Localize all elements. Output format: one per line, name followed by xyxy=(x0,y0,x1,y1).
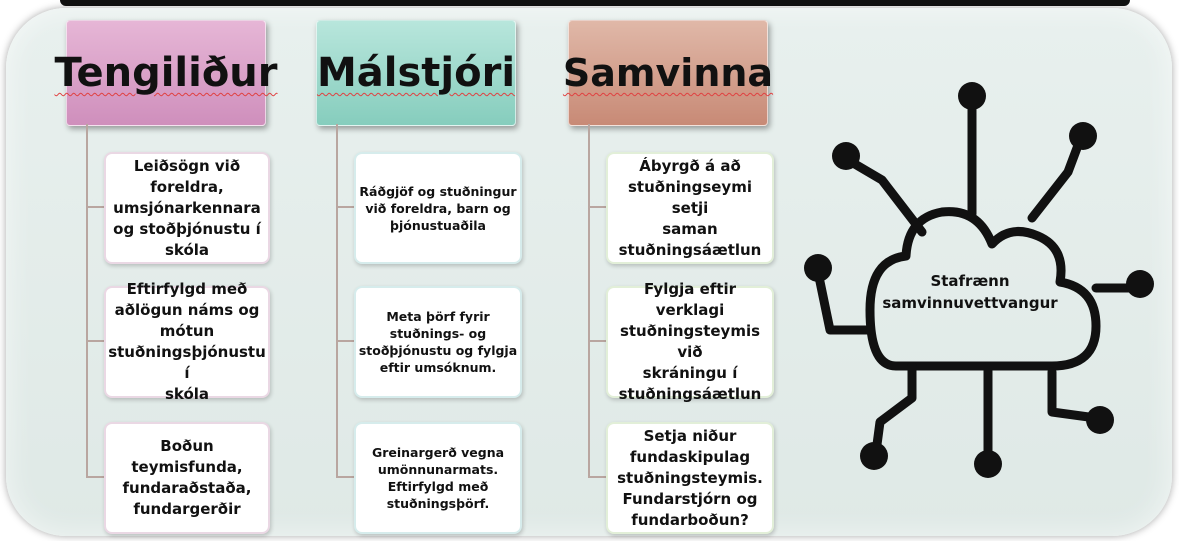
node-text: Fylgja eftir verklagi stuðningsteymis vi… xyxy=(618,280,762,403)
node-text: Greinargerð vegna umönnunarmats. Eftirfy… xyxy=(371,445,505,511)
node-box: Leiðsögn við foreldra, umsjónarkennara o… xyxy=(104,152,270,264)
header-tengilidur: Tengiliður xyxy=(54,20,278,126)
cloud-label: Stafrænn samvinnuvettvangur xyxy=(882,272,1058,312)
connector-line xyxy=(86,124,88,477)
node-box: Setja niður fundaskipulag stuðningsteymi… xyxy=(606,422,774,534)
node-box: Eftirfylgd með aðlögun náms og mótun stu… xyxy=(104,280,270,403)
node-box: Ábyrgð á að stuðningseymi setji saman st… xyxy=(606,152,774,264)
node-text: Leiðsögn við foreldra, umsjónarkennara o… xyxy=(113,156,261,259)
node-text: Ráðgjöf og stuðningur við foreldra, barn… xyxy=(359,183,517,233)
connector-branch xyxy=(336,206,354,208)
node-box: Ráðgjöf og stuðningur við foreldra, barn… xyxy=(354,152,522,264)
header-samvinna: Samvinna xyxy=(563,20,773,126)
connector-branch xyxy=(86,476,104,478)
connector-branch xyxy=(86,340,104,342)
node-text: Eftirfylgd með aðlögun náms og mótun stu… xyxy=(108,280,266,403)
connector-branch xyxy=(86,206,104,208)
connector-line xyxy=(588,124,590,477)
connector-branch xyxy=(336,340,354,342)
node-box: Meta þörf fyrir stuðnings- og stoðþjónus… xyxy=(354,286,522,398)
connector-line xyxy=(336,124,338,477)
header-title: Tengiliður xyxy=(54,50,278,96)
connector-branch xyxy=(336,476,354,478)
connector-branch xyxy=(588,206,606,208)
header-malstjori: Málstjóri xyxy=(316,20,516,126)
node-text: Ábyrgð á að stuðningseymi setji saman st… xyxy=(618,156,762,259)
top-border-bar xyxy=(60,0,1130,6)
connector-branch xyxy=(588,476,606,478)
node-text: Meta þörf fyrir stuðnings- og stoðþjónus… xyxy=(358,309,518,375)
header-title: Málstjóri xyxy=(316,50,516,96)
header-title: Samvinna xyxy=(562,51,774,95)
node-box: Fylgja eftir verklagi stuðningsteymis vi… xyxy=(606,280,774,403)
node-box: Boðun teymisfunda, fundaraðstaða, fundar… xyxy=(104,422,270,534)
node-text: Setja niður fundaskipulag stuðningsteymi… xyxy=(617,426,763,529)
connector-branch xyxy=(588,340,606,342)
cloud-network-icon xyxy=(804,82,1154,478)
node-box: Greinargerð vegna umönnunarmats. Eftirfy… xyxy=(354,422,522,534)
node-text: Boðun teymisfunda, fundaraðstaða, fundar… xyxy=(122,437,252,518)
